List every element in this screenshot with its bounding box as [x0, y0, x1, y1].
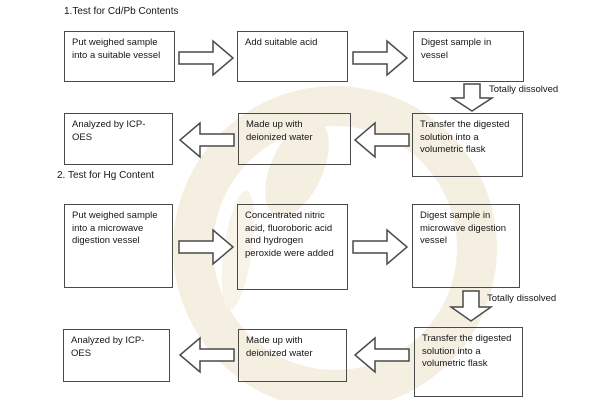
condition-label-totally-dissolved: Totally dissolved	[489, 84, 559, 95]
block-arrow-left-icon	[353, 335, 410, 380]
flow-step-reagents-added: Concentrated nitric acid, fluoroboric ac…	[237, 204, 348, 290]
block-arrow-right-icon	[178, 38, 235, 83]
section1-title: 1.Test for Cd/Pb Contents	[64, 6, 179, 17]
block-arrow-right-icon	[352, 227, 409, 272]
flow-step-digest-vessel: Digest sample in vessel	[413, 31, 524, 82]
block-arrow-right-icon	[178, 227, 235, 272]
flow-step-add-acid: Add suitable acid	[237, 31, 348, 82]
flow-step-put-sample-vessel: Put weighed sample into a suitable vesse…	[64, 31, 175, 82]
flow-step-analyzed-icpoes: Analyzed by ICP-OES	[64, 113, 173, 165]
block-arrow-left-icon	[178, 335, 235, 380]
flow-step-deionized-water: Made up with deionized water	[238, 113, 351, 165]
block-arrow-left-icon	[178, 120, 235, 165]
flow-step-digest-microwave: Digest sample in microwave digestion ves…	[412, 204, 520, 288]
flow-step-deionized-water: Made up with deionized water	[238, 329, 347, 382]
section2-title: 2. Test for Hg Content	[57, 170, 155, 181]
flow-step-transfer-flask: Transfer the digested solution into a vo…	[412, 113, 523, 177]
block-arrow-down-icon	[449, 83, 495, 117]
block-arrow-left-icon	[353, 120, 410, 165]
flow-step-transfer-flask: Transfer the digested solution into a vo…	[414, 327, 523, 397]
flow-step-put-sample-microwave: Put weighed sample into a microwave dige…	[64, 204, 173, 288]
flow-step-analyzed-icpoes: Analyzed by ICP-OES	[63, 329, 170, 382]
condition-label-totally-dissolved: Totally dissolved	[487, 293, 557, 304]
block-arrow-right-icon	[352, 38, 409, 83]
